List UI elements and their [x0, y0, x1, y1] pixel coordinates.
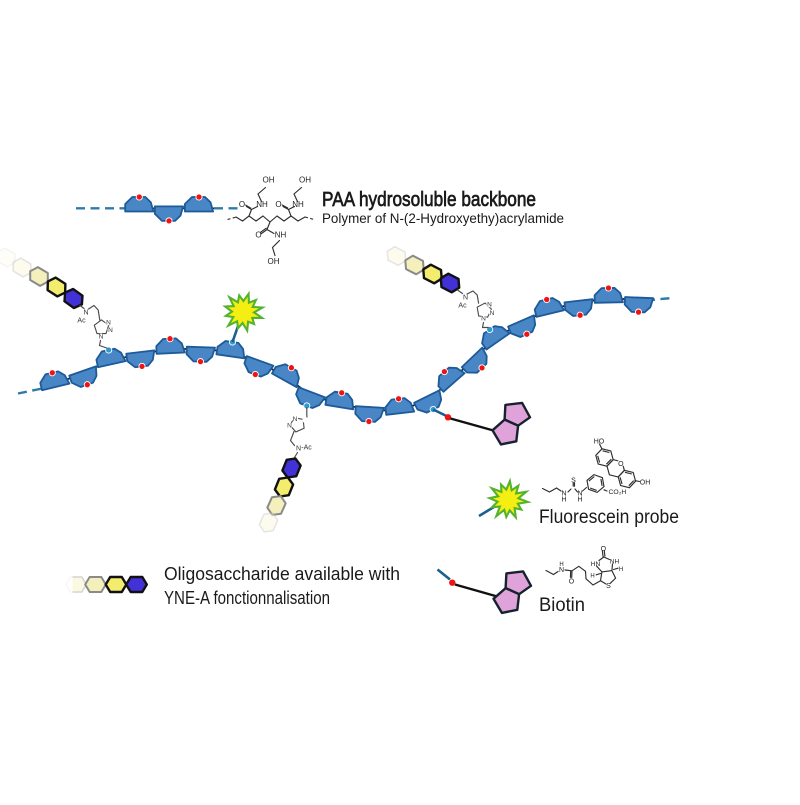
- svg-text:N: N: [293, 416, 298, 423]
- svg-text:HN: HN: [591, 561, 601, 568]
- svg-text:OH: OH: [640, 480, 651, 487]
- svg-text:NH: NH: [292, 200, 304, 209]
- svg-text:Polymer of N-(2-Hydroxyethy)ac: Polymer of N-(2-Hydroxyethy)acrylamide: [322, 210, 564, 226]
- svg-text:OH: OH: [268, 257, 280, 266]
- svg-text:CO₂H: CO₂H: [609, 489, 627, 496]
- svg-text:N: N: [83, 309, 88, 316]
- svg-text:N: N: [490, 310, 495, 317]
- svg-text:S: S: [606, 583, 611, 590]
- svg-text:N: N: [561, 490, 566, 497]
- svg-text:S: S: [571, 477, 576, 484]
- svg-text:O: O: [255, 231, 261, 240]
- svg-text:N: N: [99, 334, 104, 341]
- svg-text:O: O: [618, 461, 624, 468]
- svg-text:H: H: [559, 562, 563, 568]
- svg-text:O: O: [569, 579, 575, 586]
- svg-text:HO: HO: [594, 439, 605, 446]
- svg-text:H: H: [590, 574, 594, 580]
- svg-text:NH: NH: [256, 200, 268, 209]
- svg-text:N: N: [108, 327, 113, 334]
- svg-text:Fluorescein probe: Fluorescein probe: [539, 507, 679, 528]
- svg-text:Biotin: Biotin: [539, 594, 585, 616]
- svg-text:OH: OH: [263, 175, 275, 184]
- svg-text:N: N: [287, 423, 292, 430]
- svg-text:N: N: [296, 446, 301, 453]
- svg-text:O: O: [239, 200, 245, 209]
- svg-text:Oligosaccharide available with: Oligosaccharide available with: [164, 564, 400, 584]
- svg-text:N: N: [481, 316, 486, 323]
- svg-text:N: N: [559, 567, 564, 574]
- svg-text:H: H: [561, 496, 566, 503]
- svg-text:N: N: [487, 301, 492, 308]
- svg-text:O: O: [601, 546, 607, 553]
- svg-text:PAA hydrosoluble backbone: PAA hydrosoluble backbone: [322, 188, 536, 211]
- svg-text:YNE-A fonctionnalisation: YNE-A fonctionnalisation: [164, 588, 330, 608]
- svg-text:N: N: [463, 294, 468, 301]
- svg-text:Ac: Ac: [458, 303, 467, 310]
- svg-text:N: N: [577, 490, 582, 497]
- svg-text:OH: OH: [299, 175, 311, 184]
- svg-text:Ac: Ac: [77, 318, 86, 325]
- svg-text:-Ac: -Ac: [301, 445, 312, 452]
- svg-text:H: H: [577, 496, 582, 503]
- svg-text:NH: NH: [275, 231, 287, 240]
- svg-text:O: O: [275, 200, 281, 209]
- svg-text:NH: NH: [610, 559, 620, 566]
- svg-text:N: N: [106, 319, 111, 326]
- svg-text:H: H: [619, 567, 623, 573]
